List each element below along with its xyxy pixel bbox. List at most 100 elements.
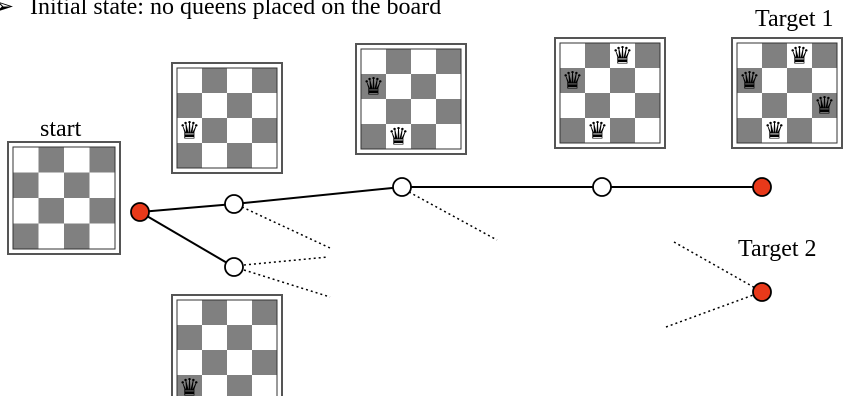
header-bullet: ➢ — [0, 0, 14, 20]
board-square — [13, 198, 39, 224]
board-square — [202, 118, 227, 143]
queen-icon: ♛ — [814, 92, 836, 120]
start-node — [130, 202, 150, 222]
board-square — [89, 223, 115, 249]
chess-board-one-queen: ♛ — [171, 62, 283, 174]
board-square — [812, 68, 837, 93]
dotted-branch — [243, 256, 329, 266]
board-square — [252, 93, 277, 118]
board-square — [386, 74, 411, 99]
queen-icon: ♛ — [388, 123, 410, 151]
target-2-label: Target 2 — [738, 236, 817, 262]
board-square — [560, 93, 585, 118]
board-square — [411, 124, 436, 149]
board-square — [635, 68, 660, 93]
board-square — [635, 118, 660, 143]
board-square — [252, 350, 277, 375]
board-square — [177, 375, 202, 396]
edge-start-to-bottom — [139, 211, 235, 268]
board-square — [202, 300, 227, 325]
board-square — [252, 143, 277, 168]
board-square — [227, 325, 252, 350]
board-square — [64, 147, 90, 173]
board-square — [252, 375, 277, 396]
board-square — [64, 223, 90, 249]
edge-b1-to-b2 — [233, 186, 403, 205]
board-square — [386, 49, 411, 74]
board-square — [361, 74, 386, 99]
board-square — [610, 43, 635, 68]
tree-nodes — [130, 177, 772, 302]
board-square — [635, 93, 660, 118]
dotted-branch — [408, 191, 498, 241]
queen-icon: ♛ — [612, 42, 634, 70]
board-square — [13, 172, 39, 198]
board-square — [252, 68, 277, 93]
board-square — [227, 375, 252, 396]
board-square — [202, 143, 227, 168]
board-square — [177, 325, 202, 350]
queen-icon: ♛ — [179, 117, 201, 145]
board-square — [38, 198, 64, 224]
dotted-branch — [665, 293, 757, 328]
board-square — [812, 93, 837, 118]
board-square — [762, 43, 787, 68]
board-square — [560, 43, 585, 68]
board-square — [38, 172, 64, 198]
board-square — [585, 93, 610, 118]
board-square — [202, 350, 227, 375]
target-1-node — [752, 177, 772, 197]
board-square — [635, 43, 660, 68]
board-square — [13, 147, 39, 173]
start-label: start — [40, 116, 82, 142]
board-square — [585, 118, 610, 143]
board-square — [411, 99, 436, 124]
board-square — [411, 49, 436, 74]
unexplored-branches — [241, 191, 758, 328]
queen-icon: ♛ — [739, 67, 761, 95]
board-square — [737, 43, 762, 68]
board-square — [737, 93, 762, 118]
board-square — [812, 118, 837, 143]
board-square — [361, 124, 386, 149]
board-inner-border — [176, 299, 278, 396]
board-square — [361, 49, 386, 74]
board-square — [177, 143, 202, 168]
chess-board-two-queens: ♛♛ — [355, 43, 467, 155]
board-square — [177, 118, 202, 143]
board-square — [560, 118, 585, 143]
board-inner-border — [12, 146, 116, 250]
board-inner-border — [176, 67, 278, 169]
header-text: Initial state: no queens placed on the b… — [30, 0, 441, 20]
board-square — [436, 99, 461, 124]
board-square — [89, 147, 115, 173]
board-square — [361, 99, 386, 124]
board-square — [787, 68, 812, 93]
board-square — [177, 300, 202, 325]
board-square — [38, 223, 64, 249]
board-square — [227, 93, 252, 118]
board-square — [762, 118, 787, 143]
board-square — [787, 118, 812, 143]
chess-board-target-1: ♛♛♛♛ — [731, 37, 843, 149]
board-square — [560, 68, 585, 93]
board-square — [202, 68, 227, 93]
board-square — [202, 93, 227, 118]
dotted-branch — [673, 241, 758, 290]
dotted-branch — [243, 269, 331, 298]
board-square — [787, 93, 812, 118]
board-square — [610, 68, 635, 93]
board-inner-border — [559, 42, 661, 144]
target-1-label: Target 1 — [755, 6, 834, 32]
board-square — [227, 118, 252, 143]
board-square — [177, 68, 202, 93]
board-square — [252, 325, 277, 350]
board-square — [227, 68, 252, 93]
board-square — [436, 124, 461, 149]
board-inner-border — [360, 48, 462, 150]
board-square — [737, 118, 762, 143]
chess-board-three-queens: ♛♛♛ — [554, 37, 666, 149]
board-square — [585, 43, 610, 68]
board-square — [89, 198, 115, 224]
